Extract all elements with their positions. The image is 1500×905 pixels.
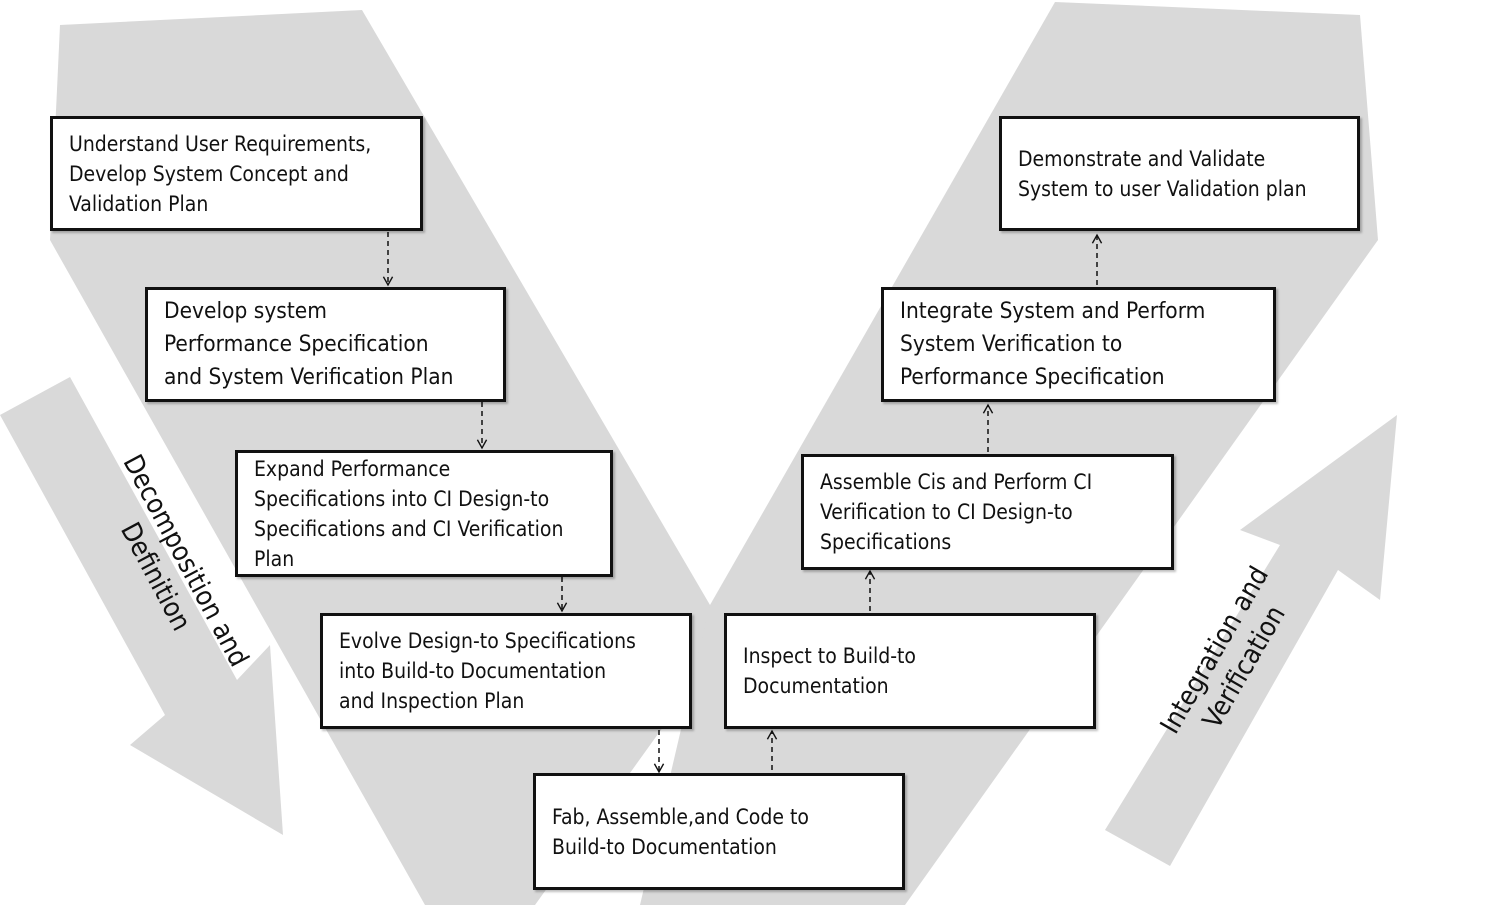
step-label: Integrate System and Perform System Veri… (900, 298, 1206, 390)
step-demonstrate-and-validate: Demonstrate and Validate System to user … (999, 116, 1360, 231)
flow-connectors (382, 232, 1103, 774)
step-label: Assemble Cis and Perform CI Verification… (820, 470, 1093, 554)
step-understand-user-requirements: Understand User Requirements, Develop Sy… (50, 116, 423, 231)
step-inspect-to-build-to: Inspect to Build-to Documentation (724, 613, 1096, 729)
step-label: Expand Performance Specifications into C… (254, 456, 564, 571)
decomposition-arrow (0, 377, 283, 835)
step-label: Evolve Design-to Specifications into Bui… (339, 629, 636, 713)
step-integrate-system: Integrate System and Perform System Veri… (881, 287, 1276, 402)
step-fab-assemble-code: Fab, Assemble,and Code to Build-to Docum… (533, 773, 905, 890)
step-label: Understand User Requirements, Develop Sy… (69, 131, 372, 216)
step-label: Develop system Performance Specification… (164, 298, 454, 390)
step-label: Inspect to Build-to Documentation (743, 644, 916, 698)
step-label: Fab, Assemble,and Code to Build-to Docum… (552, 804, 809, 859)
step-develop-system-performance-spec: Develop system Performance Specification… (145, 287, 506, 402)
step-label: Demonstrate and Validate System to user … (1018, 146, 1307, 201)
step-evolve-design-to-specs: Evolve Design-to Specifications into Bui… (320, 613, 692, 729)
integration-arrow (1105, 415, 1397, 866)
step-assemble-cis: Assemble Cis and Perform CI Verification… (801, 454, 1174, 570)
step-expand-performance-specs: Expand Performance Specifications into C… (235, 450, 613, 577)
